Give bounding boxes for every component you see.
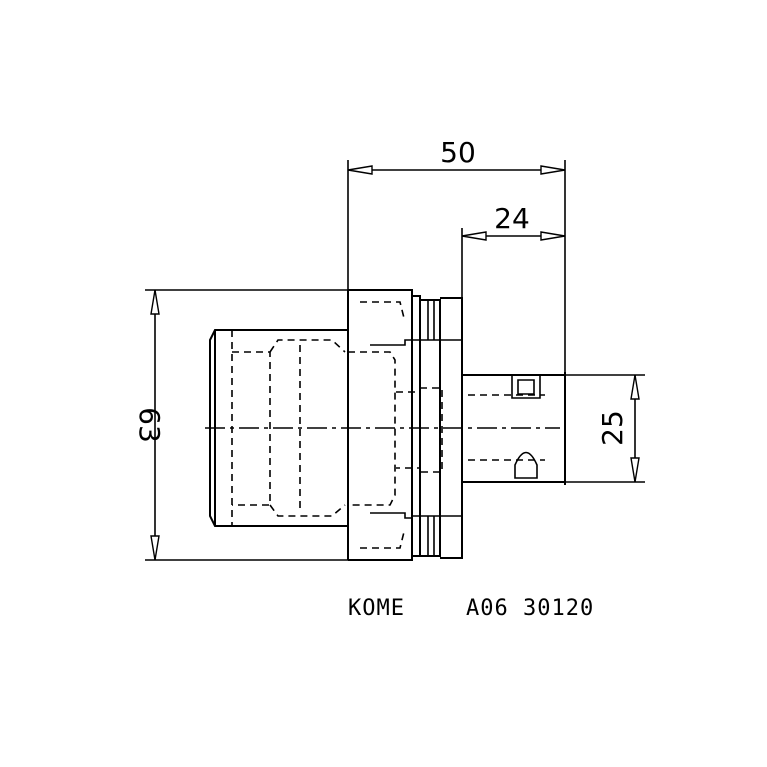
caption-part-number: A06 30120 (466, 596, 594, 621)
dimension-63 (145, 289, 348, 561)
dimension-24 (461, 228, 566, 298)
dimension-25 (565, 374, 645, 483)
dimension-25-label: 25 (596, 410, 629, 446)
cylindrical-shank (461, 340, 566, 516)
dimension-24-label: 24 (494, 202, 530, 235)
flange (348, 289, 463, 561)
caption-brand: KOME (348, 596, 405, 621)
dimension-50-label: 50 (440, 136, 476, 169)
taper-shank (209, 290, 349, 560)
dimension-63-label: 63 (133, 407, 166, 443)
dimension-50 (347, 160, 566, 372)
